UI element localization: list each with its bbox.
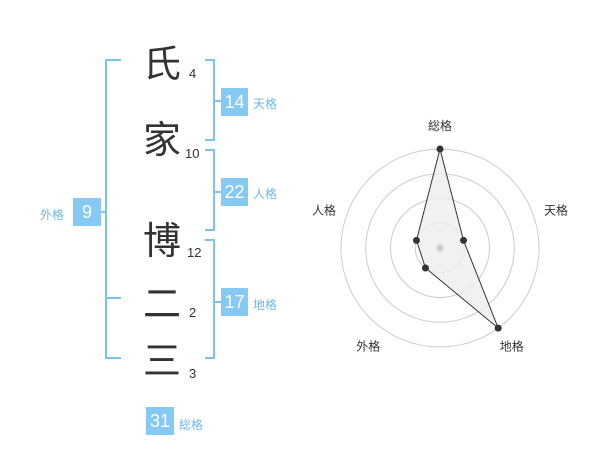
tenkaku-label: 天格 (253, 97, 278, 111)
tenkaku-value: 14 (221, 88, 248, 116)
jinkaku-label: 人格 (253, 187, 278, 201)
gaikaku-label: 外格 (40, 208, 65, 222)
soukaku-value: 31 (146, 407, 174, 435)
radar-point-1 (436, 145, 444, 153)
stroke-count-1: 4 (189, 66, 197, 81)
radar-axis-label-4: 外格 (356, 339, 380, 354)
jinkaku-bracket (205, 149, 215, 231)
radar-axis-label-2: 天格 (544, 202, 568, 217)
name-char-3: 博 (142, 219, 181, 263)
stroke-count-3: 12 (187, 245, 202, 260)
name-char-5: 三 (142, 339, 181, 383)
gaikaku-bracket (105, 59, 121, 359)
gaikaku-value: 9 (73, 198, 101, 226)
radar-point-5 (412, 236, 420, 244)
radar-point-4 (421, 264, 429, 272)
stroke-count-5: 3 (189, 366, 197, 381)
soukaku-label: 総格 (179, 418, 204, 432)
radar-polygon (415, 148, 499, 329)
radar-axis-label-5: 人格 (312, 202, 336, 217)
stroke-count-2: 10 (185, 146, 200, 161)
jinkaku-value: 22 (221, 178, 248, 206)
chikaku-label: 地格 (253, 298, 278, 312)
name-char-4: 二 (142, 282, 181, 326)
radar-point-2 (460, 236, 468, 244)
chikaku-value: 17 (221, 288, 248, 316)
chikaku-bracket (205, 239, 215, 359)
radar-axis-label-1: 総格 (428, 118, 452, 133)
name-char-1: 氏 (142, 42, 181, 86)
stroke-count-4: 2 (189, 305, 197, 320)
name-char-2: 家 (142, 118, 181, 162)
radar-point-3 (494, 324, 502, 332)
radar-axis-label-3: 地格 (500, 339, 524, 354)
radar-center (436, 244, 444, 252)
